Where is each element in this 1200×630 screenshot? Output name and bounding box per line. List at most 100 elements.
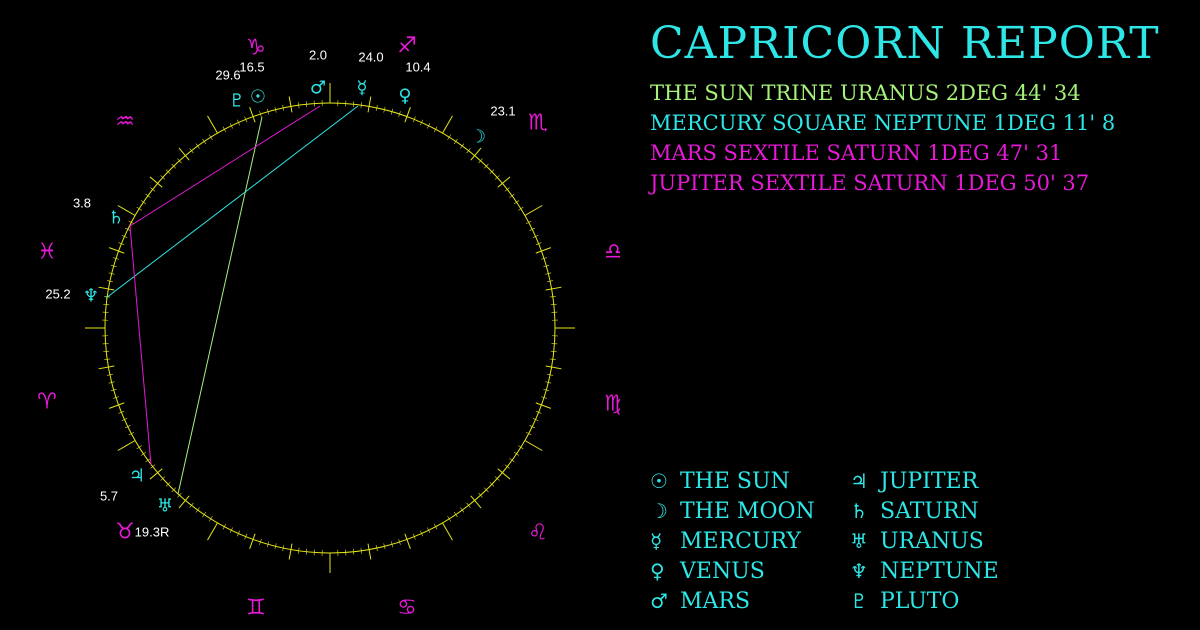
wheel-tick (524, 205, 543, 216)
legend-label: SATURN (880, 498, 979, 524)
report-title: CAPRICORN REPORT (650, 18, 1160, 69)
wheel-minor-tick (541, 396, 547, 399)
wheel-minor-tick (222, 523, 227, 530)
legend-item-moon: ☽︎THE MOON (650, 496, 850, 526)
legend-label: URANUS (880, 528, 984, 554)
virgo-sign-icon: ♍︎ (604, 392, 620, 417)
venus-icon: ♀︎ (650, 559, 665, 583)
wheel-minor-tick (140, 451, 147, 456)
wheel-tick (117, 440, 136, 451)
wheel-minor-tick (535, 242, 542, 246)
mercury-degree-label: 24.0 (358, 50, 383, 65)
wheel-tick (98, 286, 115, 291)
wheel-minor-tick (494, 175, 500, 180)
wheel-minor-tick (535, 410, 542, 414)
aspect-list: THE SUN TRINE URANUS 2DEG 44' 34 MERCURY… (650, 78, 1115, 198)
wheel-minor-tick (390, 108, 394, 115)
wheel-minor-tick (433, 523, 438, 530)
wheel-tick (288, 96, 293, 113)
wheel-minor-tick (150, 464, 156, 469)
planet-legend: ☉︎THE SUN ☽︎THE MOON ☿︎MERCURY ♀︎VENUS ♂… (650, 466, 1070, 616)
wheel-minor-tick (390, 541, 394, 548)
wheel-tick (109, 402, 125, 409)
wheel-tick (207, 522, 218, 541)
neptune-icon: ♆︎ (850, 559, 868, 583)
wheel-minor-tick (208, 516, 213, 522)
wheel-tick (535, 247, 551, 254)
aquarius-sign-icon: ♒︎ (115, 110, 135, 135)
neptune-icon: ♆︎ (83, 286, 99, 307)
sun-degree-label: 16.5 (239, 60, 264, 75)
wheel-minor-tick (189, 502, 194, 508)
wheel-minor-tick (145, 458, 151, 463)
jupiter-icon: ♃︎ (129, 466, 145, 487)
wheel-minor-tick (466, 502, 471, 508)
venus-degree-label: 10.4 (405, 60, 430, 75)
wheel-minor-tick (412, 116, 416, 123)
wheel-minor-tick (282, 545, 285, 552)
aspect-line-mars-saturn (129, 105, 321, 227)
aries-sign-icon: ♈︎ (37, 390, 57, 415)
legend-item-jupiter: ♃︎JUPITER (850, 466, 1050, 496)
wheel-minor-tick (525, 220, 532, 225)
legend-item-pluto: ♇︎PLUTO (850, 586, 1050, 616)
wheel-minor-tick (274, 543, 277, 550)
leo-sign-icon: ♌︎ (528, 521, 548, 546)
wheel-minor-tick (208, 134, 213, 140)
wheel-minor-tick (236, 119, 240, 126)
wheel-tick (249, 533, 256, 549)
wheel-minor-tick (545, 381, 552, 384)
scorpio-sign-icon: ♏︎ (528, 111, 548, 136)
wheel-tick (497, 468, 511, 480)
wheel-minor-tick (460, 507, 465, 513)
wheel-minor-tick (177, 492, 182, 498)
wheel-tick (367, 543, 372, 560)
wheel-minor-tick (121, 234, 128, 238)
wheel-minor-tick (108, 381, 115, 384)
wheel-minor-tick (104, 358, 111, 361)
uranus-degree-label: 19.3R (135, 525, 170, 540)
cancer-sign-icon: ♋︎ (397, 596, 417, 621)
wheel-minor-tick (427, 122, 431, 129)
wheel-minor-tick (229, 527, 233, 534)
aspect-line-sun-uranus (177, 116, 263, 495)
jupiter-icon: ♃︎ (850, 469, 868, 493)
pluto-icon: ♇︎ (229, 91, 245, 112)
wheel-minor-tick (171, 487, 177, 493)
wheel-tick (178, 147, 190, 161)
saturn-icon: ♄︎ (850, 499, 868, 523)
wheel-minor-tick (103, 350, 110, 353)
wheel-minor-tick (266, 108, 270, 115)
wheel-minor-tick (244, 116, 248, 123)
wheel-minor-tick (398, 539, 401, 545)
wheel-tick (207, 115, 218, 134)
chart-wheel: ♑︎♐︎♏︎♎︎♍︎♌︎♋︎♊︎♉︎♈︎♓︎♒︎♇︎29.6☉︎16.5♂︎2.… (37, 34, 620, 621)
aspect-item-mars-sextile-saturn: MARS SEXTILE SATURN 1DEG 47' 31 (650, 141, 1063, 165)
mercury-icon: ☿︎ (356, 78, 367, 99)
wheel-minor-tick (489, 169, 495, 175)
wheel-tick (545, 365, 562, 370)
wheel-minor-tick (541, 257, 547, 260)
wheel-minor-tick (140, 200, 147, 205)
wheel-minor-tick (360, 102, 363, 109)
wheel-minor-tick (160, 175, 166, 180)
wheel-minor-tick (189, 148, 194, 154)
wheel-tick (524, 440, 543, 451)
wheel-minor-tick (110, 388, 117, 392)
aspect-line-jupiter-saturn (129, 225, 152, 466)
wheel-minor-tick (113, 396, 119, 399)
wheel-minor-tick (297, 102, 300, 109)
wheel-minor-tick (383, 106, 386, 113)
wheel-minor-tick (229, 122, 233, 129)
wheel-tick (98, 365, 115, 370)
legend-label: NEPTUNE (880, 558, 999, 584)
moon-icon: ☽︎ (470, 127, 486, 148)
wheel-tick (497, 176, 511, 188)
wheel-minor-tick (513, 200, 520, 205)
wheel-minor-tick (118, 242, 125, 246)
wheel-minor-tick (150, 187, 156, 192)
wheel-minor-tick (433, 126, 438, 133)
wheel-minor-tick (177, 158, 182, 164)
wheel-minor-tick (171, 163, 177, 169)
wheel-minor-tick (195, 507, 200, 513)
